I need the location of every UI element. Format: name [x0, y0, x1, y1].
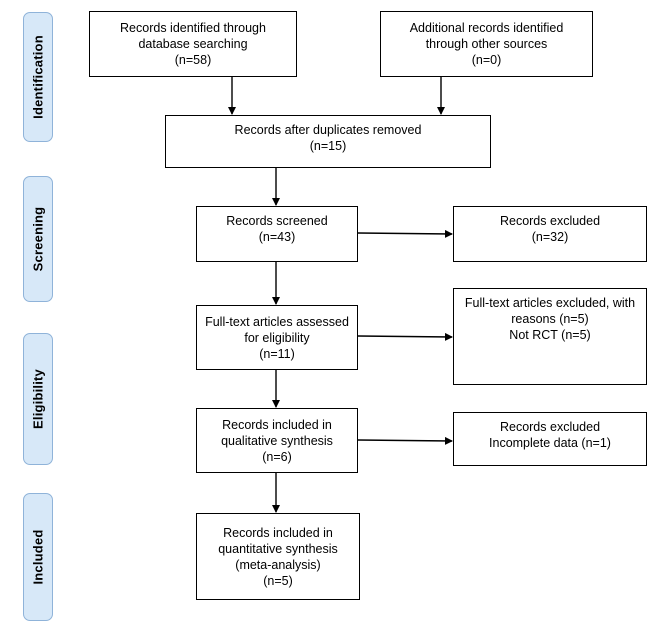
box-qualitative-synthesis-line-3: (n=6) — [262, 449, 292, 464]
box-database-search: Records identified through database sear… — [89, 11, 297, 77]
box-quantitative-synthesis-line-4: (n=5) — [263, 573, 293, 588]
phase-identification: Identification — [23, 12, 53, 142]
box-database-search-line-1: Records identified through — [120, 21, 266, 35]
box-qualitative-synthesis-line-1: Records included in — [222, 417, 332, 432]
arrow-qualitative-to-excluded — [357, 436, 453, 445]
box-quantitative-synthesis-line-2: quantitative synthesis — [218, 541, 338, 556]
box-fulltext-excluded: Full-text articles excluded, with reason… — [453, 288, 647, 385]
box-qualitative-synthesis-line-2: qualitative synthesis — [221, 433, 333, 448]
box-records-excluded-screening: Records excluded (n=32) — [453, 206, 647, 262]
box-records-screened-line-2: (n=43) — [258, 230, 296, 244]
box-records-excluded-incomplete: Records excluded Incomplete data (n=1) — [453, 412, 647, 466]
box-database-search-line-3: (n=58) — [174, 53, 212, 67]
box-other-sources-line-3: (n=0) — [471, 53, 502, 67]
box-database-search-line-2: database searching — [138, 37, 248, 51]
box-fulltext-assessed-line-1: Full-text articles assessed — [205, 314, 349, 329]
box-other-sources: Additional records identified through ot… — [380, 11, 593, 77]
phase-included: Included — [23, 493, 53, 621]
box-records-excluded-screening-line-1: Records excluded — [499, 214, 601, 228]
box-records-screened-line-1: Records screened — [226, 214, 328, 228]
box-fulltext-assessed-line-3: (n=11) — [259, 346, 295, 361]
box-other-sources-line-2: through other sources — [425, 37, 548, 51]
arrow-fulltext-to-excluded — [357, 332, 453, 341]
box-records-excluded-incomplete-line-2: Incomplete data (n=1) — [489, 436, 611, 450]
box-duplicates-removed-line-2: (n=15) — [309, 139, 347, 153]
box-records-screened: Records screened (n=43) — [196, 206, 358, 262]
box-qualitative-synthesis: Records included in qualitative synthesi… — [196, 408, 358, 473]
box-duplicates-removed-line-1: Records after duplicates removed — [234, 123, 422, 137]
box-quantitative-synthesis-line-3: (meta-analysis) — [235, 557, 321, 572]
box-other-sources-line-1: Additional records identified — [409, 21, 564, 35]
box-fulltext-assessed-line-2: for eligibility — [244, 330, 310, 345]
box-fulltext-excluded-line-3: Not RCT (n=5) — [509, 328, 591, 342]
box-fulltext-assessed: Full-text articles assessed for eligibil… — [196, 305, 358, 370]
box-records-excluded-screening-line-2: (n=32) — [531, 230, 569, 244]
box-quantitative-synthesis-line-1: Records included in — [223, 525, 333, 540]
phase-screening: Screening — [23, 176, 53, 302]
box-fulltext-excluded-line-1: Full-text articles excluded, with — [464, 296, 636, 310]
box-fulltext-excluded-line-2: reasons (n=5) — [511, 312, 589, 326]
box-quantitative-synthesis: Records included in quantitative synthes… — [196, 513, 360, 600]
arrow-screened-to-excluded — [357, 229, 453, 238]
box-records-excluded-incomplete-line-1: Records excluded — [499, 420, 601, 434]
box-duplicates-removed: Records after duplicates removed (n=15) — [165, 115, 491, 168]
phase-eligibility: Eligibility — [23, 333, 53, 465]
